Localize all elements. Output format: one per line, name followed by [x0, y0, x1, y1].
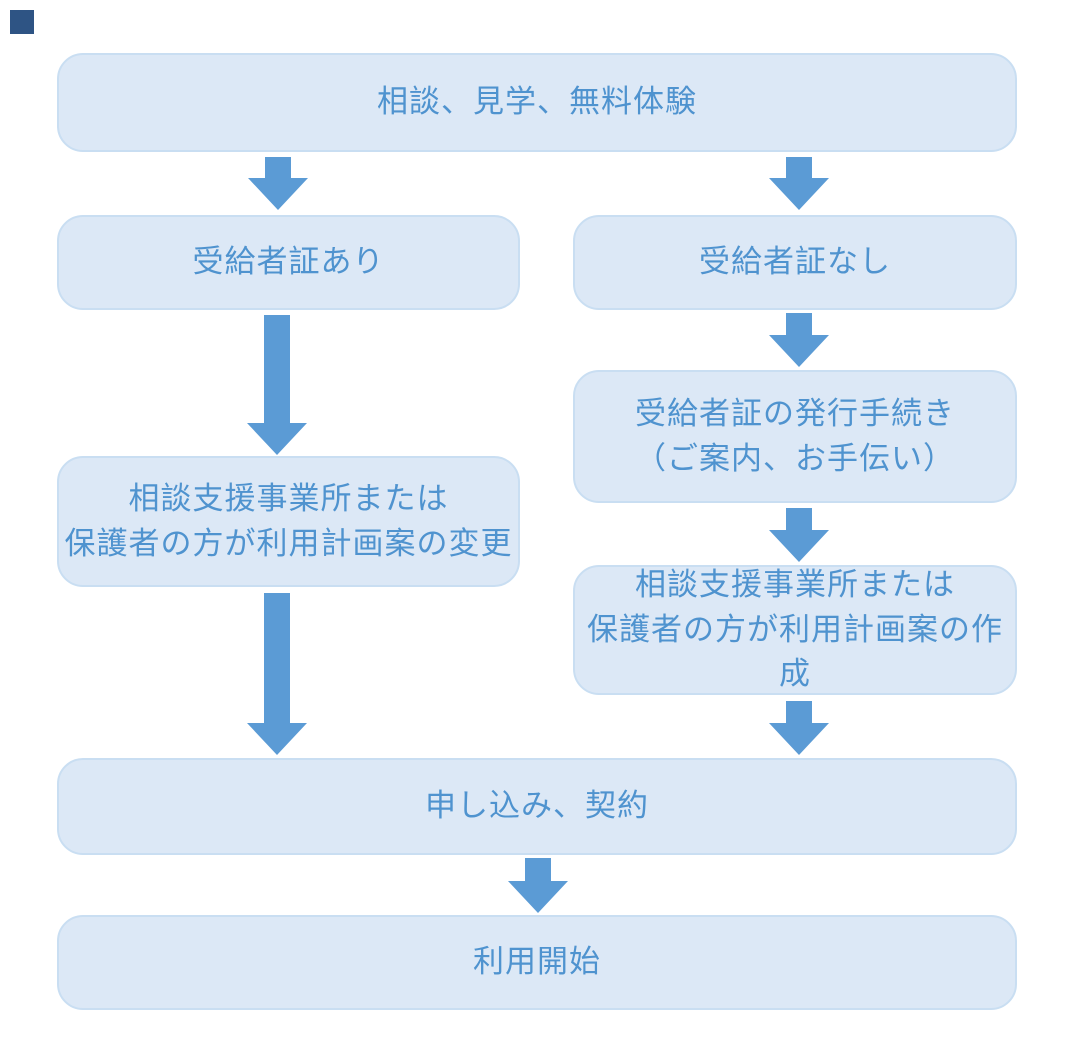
down-arrow-icon-start-to-cert-yes — [248, 157, 308, 210]
down-arrow-icon-issue-to-plan-create — [769, 508, 829, 562]
node-label-line: 保護者の方が利用計画案の作成 — [587, 611, 1003, 693]
node-label: 利用開始 — [473, 944, 601, 981]
down-arrow-icon-plan-create-to-contract — [769, 701, 829, 755]
node-label-line: （ご案内、お手伝い） — [635, 440, 955, 477]
arrow-head — [769, 530, 829, 562]
node-label: 申し込み、契約 — [425, 788, 649, 825]
arrow-shaft — [786, 701, 812, 723]
arrow-shaft — [525, 858, 551, 881]
node-label-line: 保護者の方が利用計画案の変更 — [64, 525, 513, 562]
node-service-start: 利用開始 — [57, 915, 1017, 1010]
node-certificate-issue-procedure: 受給者証の発行手続き （ご案内、お手伝い） — [573, 370, 1017, 503]
arrow-head — [769, 723, 829, 755]
down-arrow-icon-plan-change-to-contract — [247, 593, 307, 755]
node-label-line: 相談支援事業所または — [635, 566, 955, 603]
node-label: 受給者証あり — [192, 244, 385, 281]
node-label: 受給者証なし — [699, 244, 891, 281]
arrow-shaft — [265, 157, 291, 178]
arrow-head — [248, 178, 308, 210]
arrow-shaft — [786, 157, 812, 178]
node-plan-change: 相談支援事業所または 保護者の方が利用計画案の変更 — [57, 456, 520, 587]
arrow-head — [508, 881, 568, 913]
node-plan-create: 相談支援事業所または 保護者の方が利用計画案の作成 — [573, 565, 1017, 695]
arrow-head — [247, 723, 307, 755]
down-arrow-icon-start-to-cert-no — [769, 157, 829, 210]
node-label: 相談、見学、無料体験 — [377, 84, 697, 121]
node-certificate-no: 受給者証なし — [573, 215, 1017, 310]
down-arrow-icon-contract-to-start-use — [508, 858, 568, 913]
arrow-head — [769, 178, 829, 210]
arrow-shaft — [264, 593, 290, 723]
corner-square-marker — [10, 10, 34, 34]
arrow-shaft — [264, 315, 290, 423]
arrow-shaft — [786, 313, 812, 335]
node-label-line: 相談支援事業所または — [128, 480, 449, 517]
down-arrow-icon-cert-yes-to-plan-change — [247, 315, 307, 455]
node-certificate-yes: 受給者証あり — [57, 215, 520, 310]
arrow-head — [769, 335, 829, 367]
node-consult-tour-trial: 相談、見学、無料体験 — [57, 53, 1017, 152]
down-arrow-icon-cert-no-to-issue — [769, 313, 829, 367]
node-label-line: 受給者証の発行手続き — [635, 395, 955, 432]
arrow-shaft — [786, 508, 812, 530]
node-application-contract: 申し込み、契約 — [57, 758, 1017, 855]
arrow-head — [247, 423, 307, 455]
